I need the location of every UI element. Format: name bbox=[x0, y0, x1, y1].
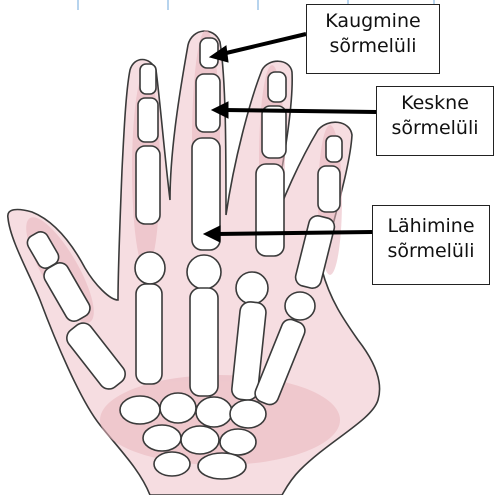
label-distal-phalanx: Kaugmine sõrmelüli bbox=[306, 4, 440, 74]
label-middle-phalanx: Keskne sõrmelüli bbox=[376, 86, 494, 156]
label-middle-line2: sõrmelüli bbox=[383, 116, 487, 141]
label-distal-line2: sõrmelüli bbox=[313, 34, 433, 59]
label-middle-line1: Keskne bbox=[383, 91, 487, 116]
label-proximal-line2: sõrmelüli bbox=[379, 239, 483, 264]
label-proximal-phalanx: Lähimine sõrmelüli bbox=[372, 205, 490, 285]
arrow-distal bbox=[210, 34, 306, 62]
arrow-middle bbox=[212, 102, 376, 118]
label-distal-line1: Kaugmine bbox=[313, 9, 433, 34]
label-proximal-line1: Lähimine bbox=[379, 214, 483, 239]
